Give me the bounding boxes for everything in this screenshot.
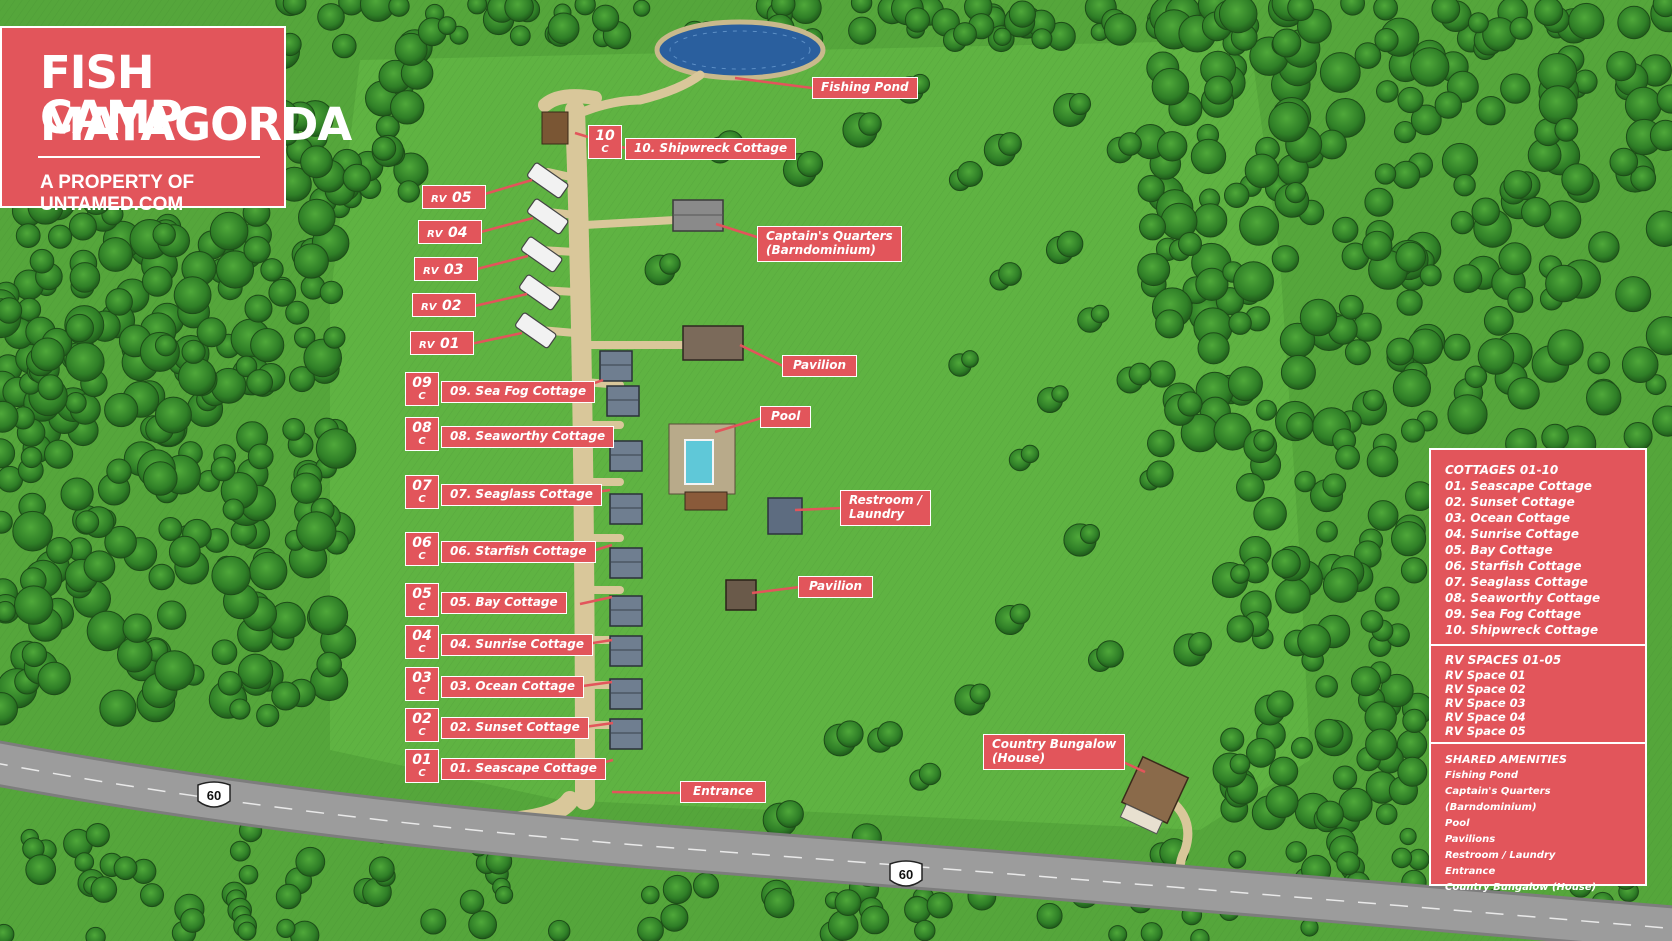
cottage-05-label: 05. Bay Cottage: [441, 592, 567, 614]
legend-item: RV Space 04: [1445, 710, 1526, 724]
label-restroom-line2: Laundry: [849, 506, 905, 521]
label-bungalow-line2: (House): [992, 750, 1046, 765]
label-bungalow-line1: Country Bungalow: [992, 737, 1117, 751]
legend-rv: RV SPACES 01-05 RV Space 01 RV Space 02 …: [1431, 652, 1645, 738]
legend-item: Captain's Quarters (Barndominium): [1445, 786, 1551, 813]
legend-item: 08. Seaworthy Cottage: [1445, 591, 1601, 605]
label-pavilion-south: Pavilion: [798, 576, 874, 598]
legend-item: RV Space 01: [1445, 668, 1526, 682]
legend-item: 01. Seascape Cottage: [1445, 479, 1592, 493]
legend-item: RV Space 02: [1445, 682, 1526, 696]
cottage-icons: [599, 350, 643, 750]
dirt-paths: [511, 70, 1193, 890]
svg-text:60: 60: [207, 788, 221, 803]
label-captains-quarters-line1: Captain's Quarters: [766, 229, 893, 243]
svg-text:60: 60: [899, 867, 913, 882]
cottage-10-label: 10. Shipwreck Cottage: [625, 138, 797, 160]
legend-item: 06. Starfish Cottage: [1445, 559, 1582, 573]
label-fishing-pond: Fishing Pond: [812, 77, 918, 99]
legend-amenities: SHARED AMENITIES Fishing Pond Captain's …: [1431, 752, 1645, 896]
rv-01-label: RV 01: [410, 331, 474, 355]
legend-item: Entrance: [1445, 866, 1496, 877]
legend-item: 09. Sea Fog Cottage: [1445, 607, 1582, 621]
legend-cottages: COTTAGES 01-10 01. Seascape Cottage 02. …: [1431, 462, 1645, 638]
label-country-bungalow: Country Bungalow (House): [983, 734, 1126, 770]
legend-rv-heading: RV SPACES 01-05: [1445, 653, 1562, 667]
route-shield-60-west: 60: [197, 781, 231, 808]
label-restroom-laundry: Restroom / Laundry: [840, 490, 932, 526]
cottage-01-label: 01. Seascape Cottage: [441, 758, 606, 780]
map-subtitle: A PROPERTY OF UNTAMED.COM: [40, 172, 195, 215]
legend-item: 07. Seaglass Cottage: [1445, 575, 1588, 589]
legend-divider: [1431, 644, 1645, 646]
title-divider: [38, 156, 260, 158]
legend-item: RV Space 03: [1445, 696, 1526, 710]
legend-item: Pavilions: [1445, 834, 1496, 845]
legend-panel: COTTAGES 01-10 01. Seascape Cottage 02. …: [1429, 448, 1647, 893]
legend-item: 05. Bay Cottage: [1445, 543, 1553, 557]
label-pavilion-north: Pavilion: [782, 355, 858, 377]
cottage-09-label: 09. Sea Fog Cottage: [441, 381, 596, 403]
legend-item: Restroom / Laundry: [1445, 850, 1556, 861]
legend-item: Pool: [1445, 818, 1470, 829]
label-entrance: Entrance: [680, 781, 767, 803]
cottage-03-label: 03. Ocean Cottage: [441, 676, 585, 698]
rv-02-label: RV 02: [412, 293, 476, 317]
legend-item: 04. Sunrise Cottage: [1445, 527, 1580, 541]
legend-item: RV Space 05: [1445, 724, 1526, 738]
legend-item: 03. Ocean Cottage: [1445, 511, 1571, 525]
cottage-04-label: 04. Sunrise Cottage: [441, 634, 594, 656]
fishing-pond: [654, 19, 826, 81]
rv-04-label: RV 04: [418, 220, 482, 244]
cottage-02-label: 02. Sunset Cottage: [441, 717, 589, 739]
rv-03-label: RV 03: [414, 257, 478, 281]
label-pool: Pool: [760, 406, 812, 428]
map-title-line2: MATAGORDA: [40, 98, 352, 151]
label-captains-quarters: Captain's Quarters (Barndominium): [757, 226, 902, 262]
title-box: FISH CAMP MATAGORDA A PROPERTY OF UNTAME…: [0, 26, 352, 215]
route-shield-60-east: 60: [889, 860, 923, 887]
cottage-07-label: 07. Seaglass Cottage: [441, 484, 602, 506]
buildings: [541, 111, 1190, 835]
legend-cottages-heading: COTTAGES 01-10: [1445, 463, 1559, 477]
label-restroom-line1: Restroom /: [849, 493, 923, 507]
cottage-08-label: 08. Seaworthy Cottage: [441, 426, 615, 448]
label-captains-quarters-line2: (Barndominium): [766, 242, 876, 257]
rv-05-label: RV 05: [422, 185, 486, 209]
cottage-06-label: 06. Starfish Cottage: [441, 541, 596, 563]
legend-item: 10. Shipwreck Cottage: [1445, 623, 1599, 637]
legend-item: 02. Sunset Cottage: [1445, 495, 1575, 509]
legend-item: Fishing Pond: [1445, 770, 1518, 781]
legend-item: Country Bungalow (House): [1445, 882, 1597, 893]
rv-icons: [515, 162, 569, 349]
legend-amenities-heading: SHARED AMENITIES: [1445, 753, 1567, 766]
map-title-line1: FISH CAMP: [40, 46, 183, 144]
legend-divider: [1431, 742, 1645, 744]
